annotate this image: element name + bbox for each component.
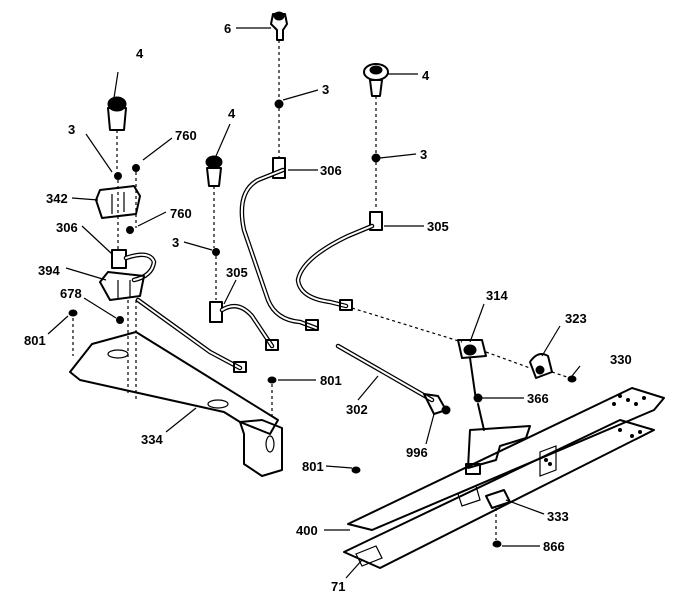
callout-330: 330 [610,352,632,367]
callout-labels: 6 3 4 3 306 305 4 3 760 4 342 760 306 3 … [24,21,632,594]
callout-760-b: 760 [170,206,192,221]
callout-760-a: 760 [175,128,197,143]
bracket-394 [99,271,145,301]
valve-part-4-right [363,63,389,231]
callout-4-left: 4 [136,46,144,61]
callout-306-top: 306 [320,163,342,178]
callout-866: 866 [543,539,565,554]
callout-3-right: 3 [420,147,427,162]
screw-801-low [351,466,361,474]
callout-305-right: 305 [427,219,449,234]
callout-801-mid: 801 [320,373,342,388]
bracket-342 [95,185,141,219]
callout-996: 996 [406,445,428,460]
screw-330 [567,375,577,383]
callout-334: 334 [141,432,163,447]
valve-part-6 [270,11,288,179]
screw-678 [116,316,124,324]
callout-333: 333 [547,509,569,524]
clip-333 [485,489,511,540]
callout-3-top: 3 [322,82,329,97]
corner-reference-text: --- ----- - [616,0,682,5]
manifold-bracket-334 [69,300,283,477]
tube-306-top [239,167,319,331]
leader-lines [47,27,581,579]
callout-306-left: 306 [56,220,78,235]
callout-400: 400 [296,523,318,538]
callout-323: 323 [565,311,587,326]
rod-302 [335,343,451,415]
callout-4-right: 4 [422,68,430,83]
valve-314 [457,339,487,359]
callout-801-left: 801 [24,333,46,348]
screw-801-left [68,309,78,356]
callout-305-mid: 305 [226,265,248,280]
callout-314: 314 [486,288,508,303]
burner-strip-400 [347,387,665,531]
callout-366: 366 [527,391,549,406]
screw-801-mid [267,376,277,420]
valve-part-4-mid [205,155,223,323]
callout-3-left: 3 [68,122,75,137]
callout-342: 342 [46,191,68,206]
valve-part-4-left [107,96,140,250]
tube-305-right [295,223,463,343]
tube-305-mid [219,303,279,351]
fitting-366 [469,357,485,431]
callout-394: 394 [38,263,60,278]
screw-866 [492,540,502,548]
callout-4-mid: 4 [228,106,236,121]
tube-left-long [135,297,247,373]
callout-801-low: 801 [302,459,324,474]
callout-302: 302 [346,402,368,417]
callout-3-mid: 3 [172,235,179,250]
callout-678: 678 [60,286,82,301]
callout-6: 6 [224,21,231,36]
orifice-323 [529,353,553,379]
callout-71: 71 [331,579,345,594]
